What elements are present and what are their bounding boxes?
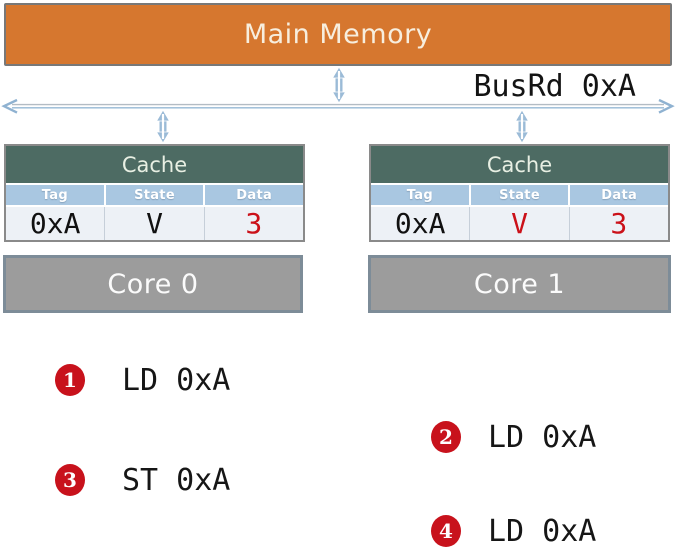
cache0-column-header-data: Data <box>205 185 304 205</box>
cache1-column-header-state: State <box>470 185 569 205</box>
cache1-column-header-tag: Tag <box>371 185 469 205</box>
bus-transaction-label: BusRd 0xA <box>473 69 636 104</box>
cache0-column-header-state: State <box>105 185 204 205</box>
cache0-entry-row: 0xA V 3 <box>6 207 303 240</box>
memory-bus-connector-icon <box>331 66 347 104</box>
cache1-column-headers: Tag State Data <box>371 185 669 205</box>
cache0-tag-value: 0xA <box>29 207 81 240</box>
operation-3: 3 ST 0xA <box>55 462 231 498</box>
main-memory-label: Main Memory <box>243 19 433 50</box>
operation-1: 1 LD 0xA <box>55 362 231 398</box>
cache1-state-value: V <box>469 207 568 240</box>
operation-1-badge: 1 <box>55 364 85 396</box>
cache0-box: Cache Tag State Data 0xA V 3 <box>4 144 305 242</box>
operation-4-label: LD 0xA <box>488 513 597 549</box>
operation-4: 4 LD 0xA <box>431 513 597 549</box>
cache1-column-header-data: Data <box>570 185 669 205</box>
operation-2: 2 LD 0xA <box>431 419 597 455</box>
cache1-entry-row: 0xA V 3 <box>371 207 668 240</box>
core0-box: Core 0 <box>3 255 303 313</box>
operation-3-badge: 3 <box>55 464 85 496</box>
cache1-data-value: 3 <box>568 207 668 240</box>
operation-4-badge: 4 <box>431 515 461 547</box>
operation-3-label: ST 0xA <box>122 462 231 498</box>
cache1-title: Cache <box>371 146 668 183</box>
main-memory-box: Main Memory <box>4 3 672 66</box>
cache0-state-value: V <box>104 207 203 240</box>
operation-2-badge: 2 <box>431 421 461 453</box>
core0-label: Core 0 <box>107 268 199 300</box>
cache1-bus-connector-icon <box>514 109 530 144</box>
operation-2-label: LD 0xA <box>488 419 597 455</box>
cache0-data-value: 3 <box>203 207 303 240</box>
cache0-column-header-tag: Tag <box>6 185 104 205</box>
core1-box: Core 1 <box>368 255 671 313</box>
core1-label: Core 1 <box>473 268 566 300</box>
cache1-tag-value: 0xA <box>394 207 446 240</box>
operation-1-label: LD 0xA <box>122 362 231 398</box>
cache1-box: Cache Tag State Data 0xA V 3 <box>369 144 670 242</box>
cache0-column-headers: Tag State Data <box>6 185 304 205</box>
bus-right-arrowhead-icon <box>658 98 675 114</box>
bus-left-arrowhead-icon <box>1 98 18 114</box>
cache0-bus-connector-icon <box>155 109 171 144</box>
cache0-title: Cache <box>6 146 303 183</box>
